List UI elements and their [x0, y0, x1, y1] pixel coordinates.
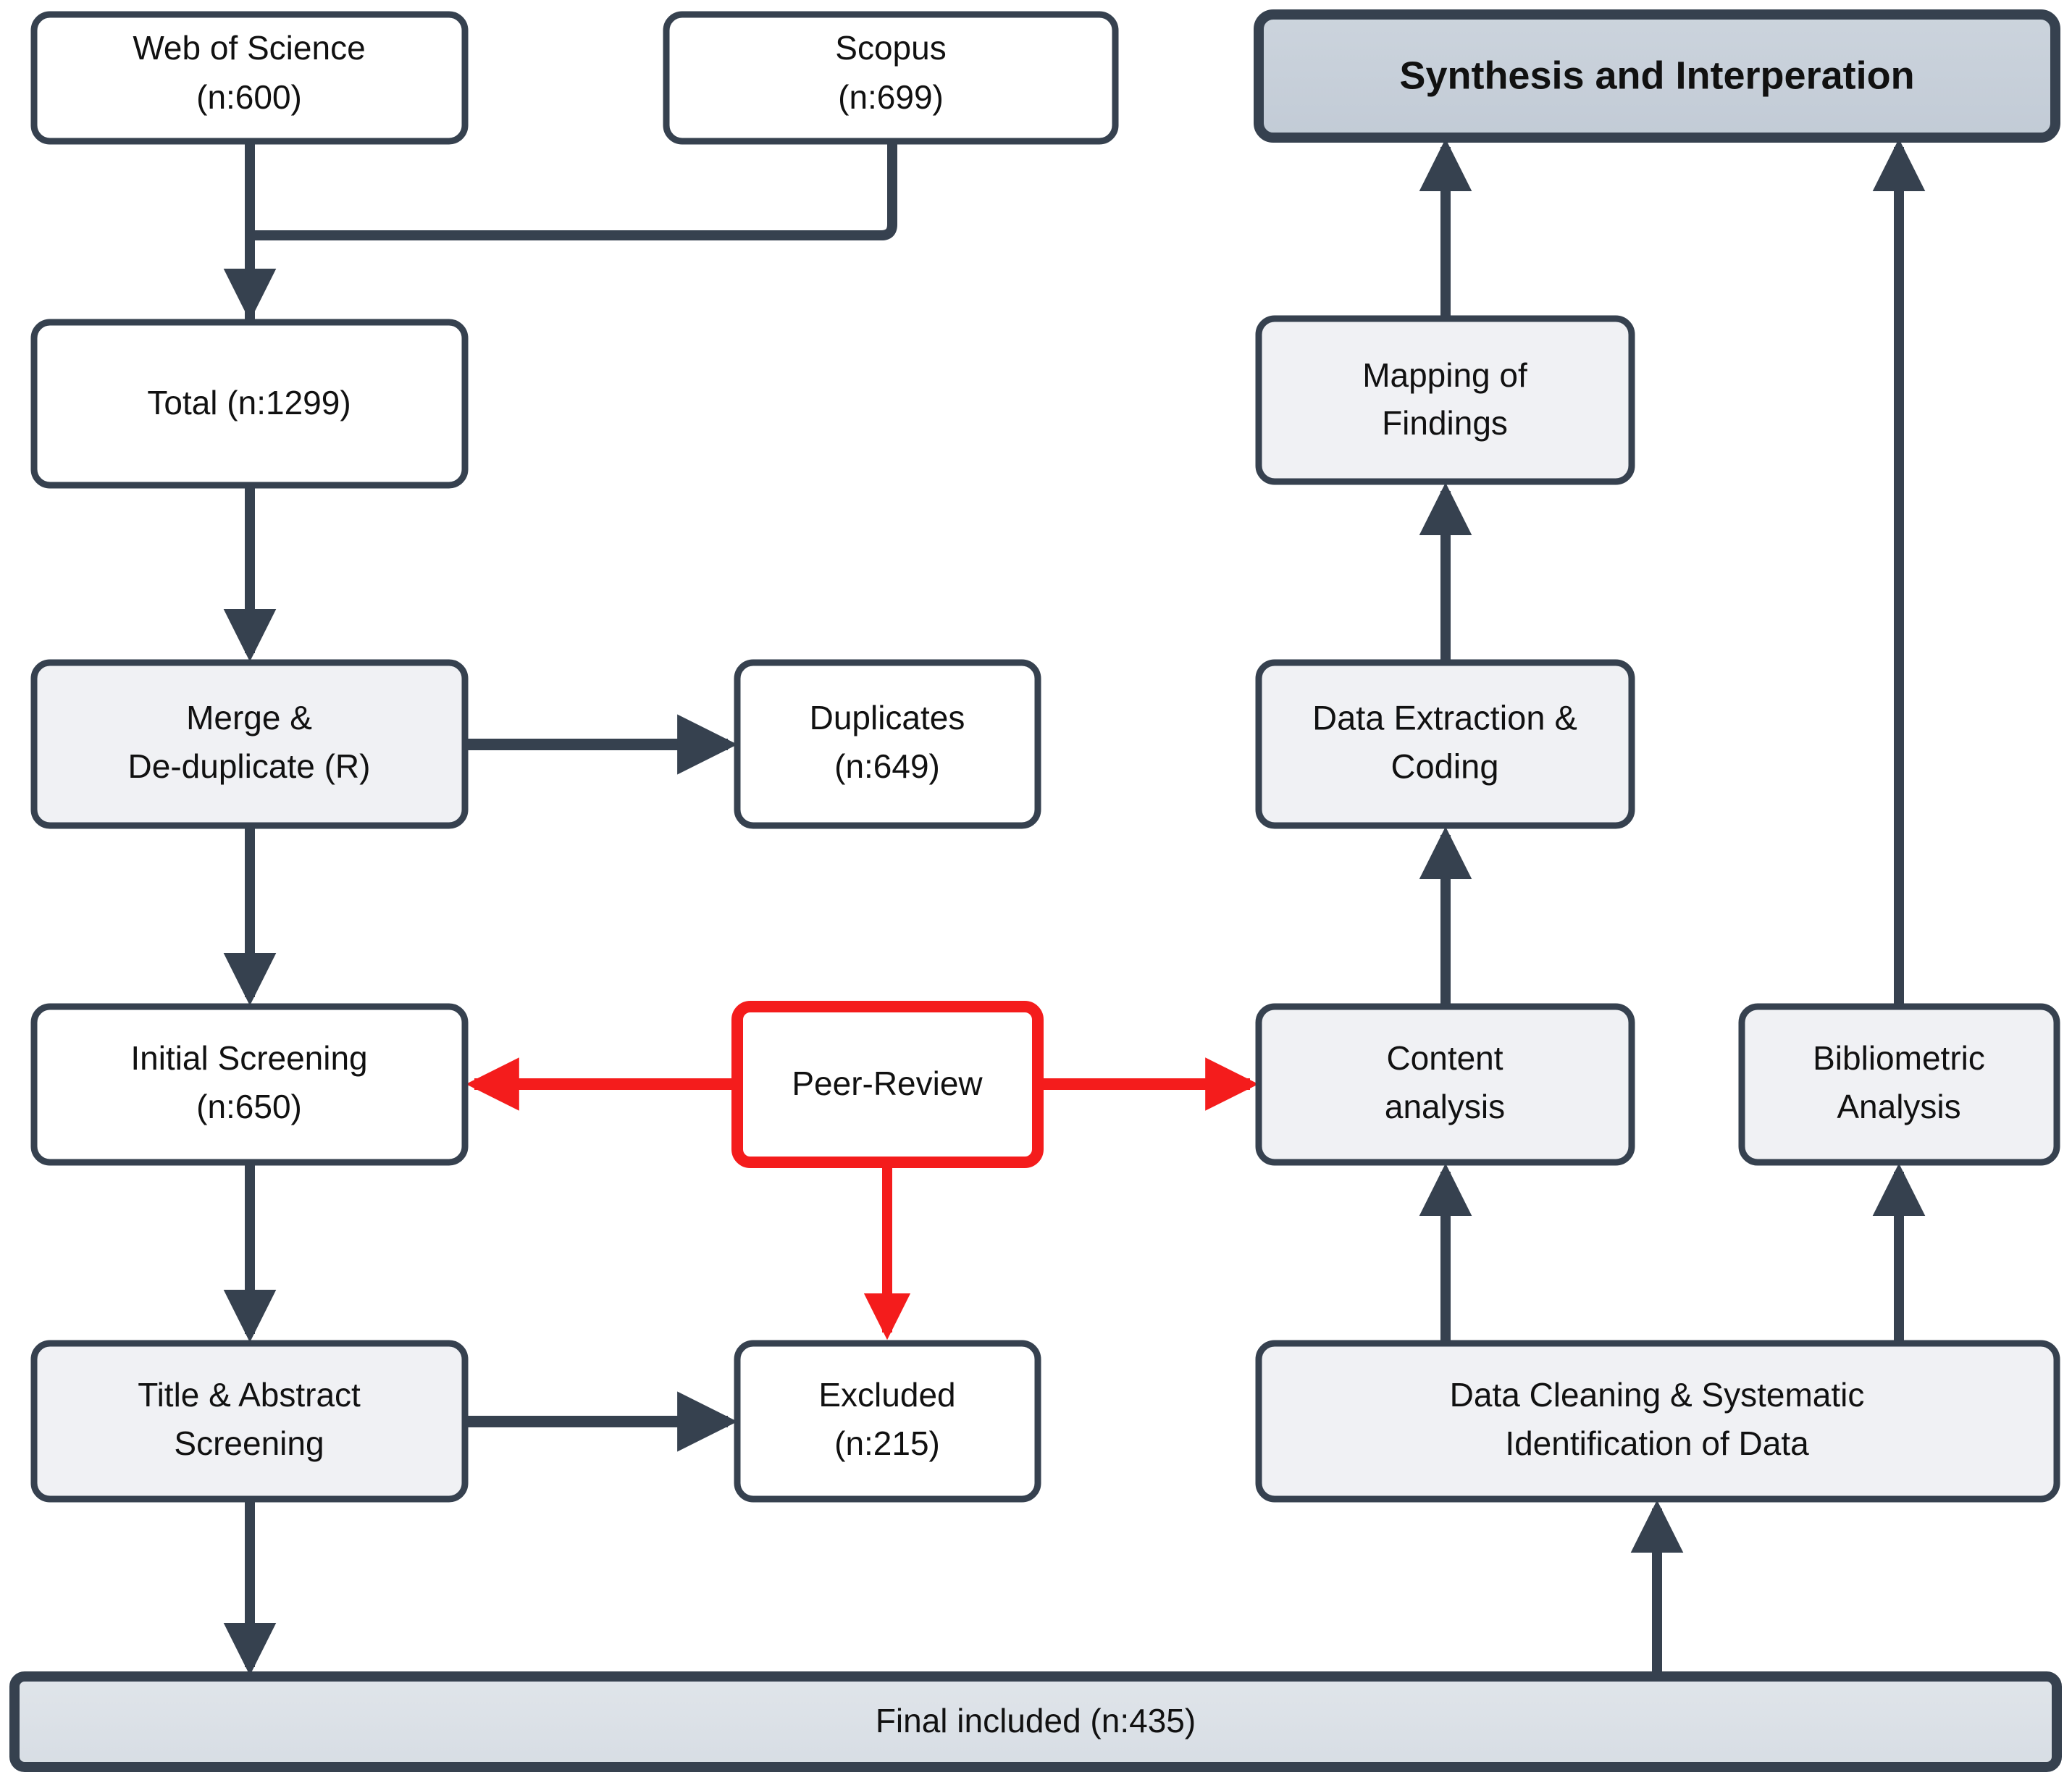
node-merge-line-1: De-duplicate (R) — [128, 747, 371, 785]
node-data-cleaning-box[interactable] — [1255, 1340, 2060, 1503]
node-mapping-line-1: Findings — [1382, 404, 1508, 442]
node-synthesis-label: Synthesis and Interperation — [1399, 54, 1914, 97]
node-merge-de-duplicate[interactable]: Merge & De-duplicate (R) — [30, 659, 469, 829]
node-title-abstract-line-0: Title & Abstract — [138, 1376, 361, 1414]
node-content-analysis-line-1: analysis — [1385, 1088, 1505, 1125]
node-bibliometric-line-0: Bibliometric — [1813, 1039, 1985, 1077]
node-data-extraction-box[interactable] — [1255, 659, 1635, 829]
node-content-analysis-box[interactable] — [1255, 1003, 1635, 1166]
node-scopus-line-1: (n:699) — [838, 78, 944, 116]
node-bibliometric-line-1: Analysis — [1837, 1088, 1960, 1125]
node-mapping-line-0: Mapping of — [1362, 356, 1527, 394]
node-mapping-of-findings[interactable]: Mapping of Findings — [1255, 315, 1635, 485]
edge-layer — [223, 138, 1926, 1676]
node-synthesis-and-interperation[interactable]: Synthesis and Interperation — [1254, 9, 2060, 143]
node-final-included-label: Final included (n:435) — [876, 1702, 1196, 1739]
node-title-abstract-screening[interactable]: Title & Abstract Screening — [30, 1340, 469, 1503]
node-title-abstract-box[interactable] — [30, 1340, 469, 1503]
node-duplicates-box[interactable] — [734, 659, 1041, 829]
node-initial-screening[interactable]: Initial Screening (n:650) — [30, 1003, 469, 1166]
node-content-analysis[interactable]: Content analysis — [1255, 1003, 1635, 1166]
node-duplicates[interactable]: Duplicates (n:649) — [734, 659, 1041, 829]
node-excluded-line-1: (n:215) — [834, 1424, 940, 1462]
node-final-included-box[interactable] — [9, 1671, 2062, 1772]
node-total[interactable]: Total (n:1299) — [30, 319, 469, 489]
node-duplicates-line-0: Duplicates — [810, 699, 965, 736]
node-layer: Web of Science (n:600) Scopus (n:699) Sy… — [9, 9, 2062, 1772]
node-data-cleaning-line-0: Data Cleaning & Systematic — [1450, 1376, 1865, 1414]
node-initial-screening-box[interactable] — [30, 1003, 469, 1166]
node-initial-screening-line-0: Initial Screening — [130, 1039, 367, 1077]
node-title-abstract-line-1: Screening — [174, 1424, 324, 1462]
node-web-of-science-line-1: (n:600) — [196, 78, 302, 116]
node-scopus[interactable]: Scopus (n:699) — [663, 11, 1119, 145]
edge-scopus-to-total — [250, 141, 897, 240]
node-peer-review-box[interactable] — [731, 1001, 1044, 1168]
node-synthesis-box[interactable] — [1254, 9, 2060, 143]
node-excluded-line-0: Excluded — [818, 1376, 955, 1414]
node-web-of-science-box[interactable] — [30, 11, 469, 145]
node-duplicates-line-1: (n:649) — [834, 747, 940, 785]
node-excluded[interactable]: Excluded (n:215) — [734, 1340, 1041, 1503]
node-data-extraction-line-1: Coding — [1391, 747, 1499, 785]
node-content-analysis-line-0: Content — [1386, 1039, 1503, 1077]
node-final-included[interactable]: Final included (n:435) — [9, 1671, 2062, 1772]
node-data-cleaning-systematic-identification[interactable]: Data Cleaning & Systematic Identificatio… — [1255, 1340, 2060, 1503]
node-total-label: Total (n:1299) — [147, 384, 351, 421]
node-peer-review-label: Peer-Review — [792, 1065, 983, 1102]
node-web-of-science-line-0: Web of Science — [133, 29, 365, 67]
node-bibliometric-box[interactable] — [1738, 1003, 2060, 1166]
node-peer-review[interactable]: Peer-Review — [731, 1001, 1044, 1168]
node-total-box[interactable] — [30, 319, 469, 489]
node-scopus-box[interactable] — [663, 11, 1119, 145]
node-web-of-science[interactable]: Web of Science (n:600) — [30, 11, 469, 145]
node-data-extraction-coding[interactable]: Data Extraction & Coding — [1255, 659, 1635, 829]
node-scopus-line-0: Scopus — [835, 29, 946, 67]
node-excluded-box[interactable] — [734, 1340, 1041, 1503]
node-mapping-box[interactable] — [1255, 315, 1635, 485]
node-merge-line-0: Merge & — [186, 699, 312, 736]
node-initial-screening-line-1: (n:650) — [196, 1088, 302, 1125]
node-bibliometric-analysis[interactable]: Bibliometric Analysis — [1738, 1003, 2060, 1166]
node-data-extraction-line-0: Data Extraction & — [1312, 698, 1577, 736]
node-merge-box[interactable] — [30, 659, 469, 829]
node-data-cleaning-line-1: Identification of Data — [1505, 1424, 1809, 1462]
